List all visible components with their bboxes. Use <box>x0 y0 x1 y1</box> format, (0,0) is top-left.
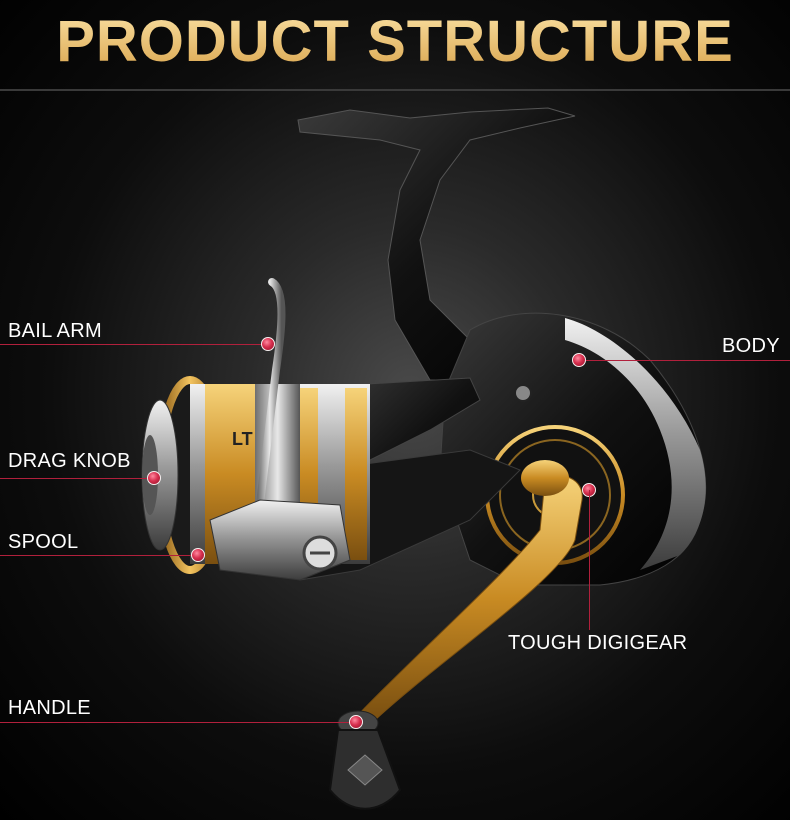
label-digigear: TOUGH DIGIGEAR <box>508 632 688 654</box>
marker-dot-bail-arm <box>261 337 275 351</box>
bail-arm <box>209 278 351 581</box>
leader-line-bail-arm <box>0 344 268 345</box>
label-body: BODY <box>722 335 780 357</box>
title-divider <box>0 89 790 91</box>
reel-handle <box>328 460 583 810</box>
label-spool: SPOOL <box>8 531 79 553</box>
label-drag-knob: DRAG KNOB <box>8 450 131 472</box>
marker-dot-drag-knob <box>147 471 161 485</box>
leader-line-spool <box>0 555 198 556</box>
leader-line-handle <box>0 722 356 723</box>
marker-dot-body <box>572 353 586 367</box>
reel-foot <box>297 107 576 381</box>
page-title: PRODUCT STRUCTURE <box>0 8 790 75</box>
leader-line-digigear <box>589 490 590 630</box>
leader-line-drag-knob <box>0 478 154 479</box>
marker-dot-handle <box>349 715 363 729</box>
spool-marking: LT <box>232 429 253 449</box>
label-bail-arm: BAIL ARM <box>8 320 102 342</box>
marker-dot-spool <box>191 548 205 562</box>
label-handle: HANDLE <box>8 697 91 719</box>
leader-line-body <box>580 360 790 361</box>
